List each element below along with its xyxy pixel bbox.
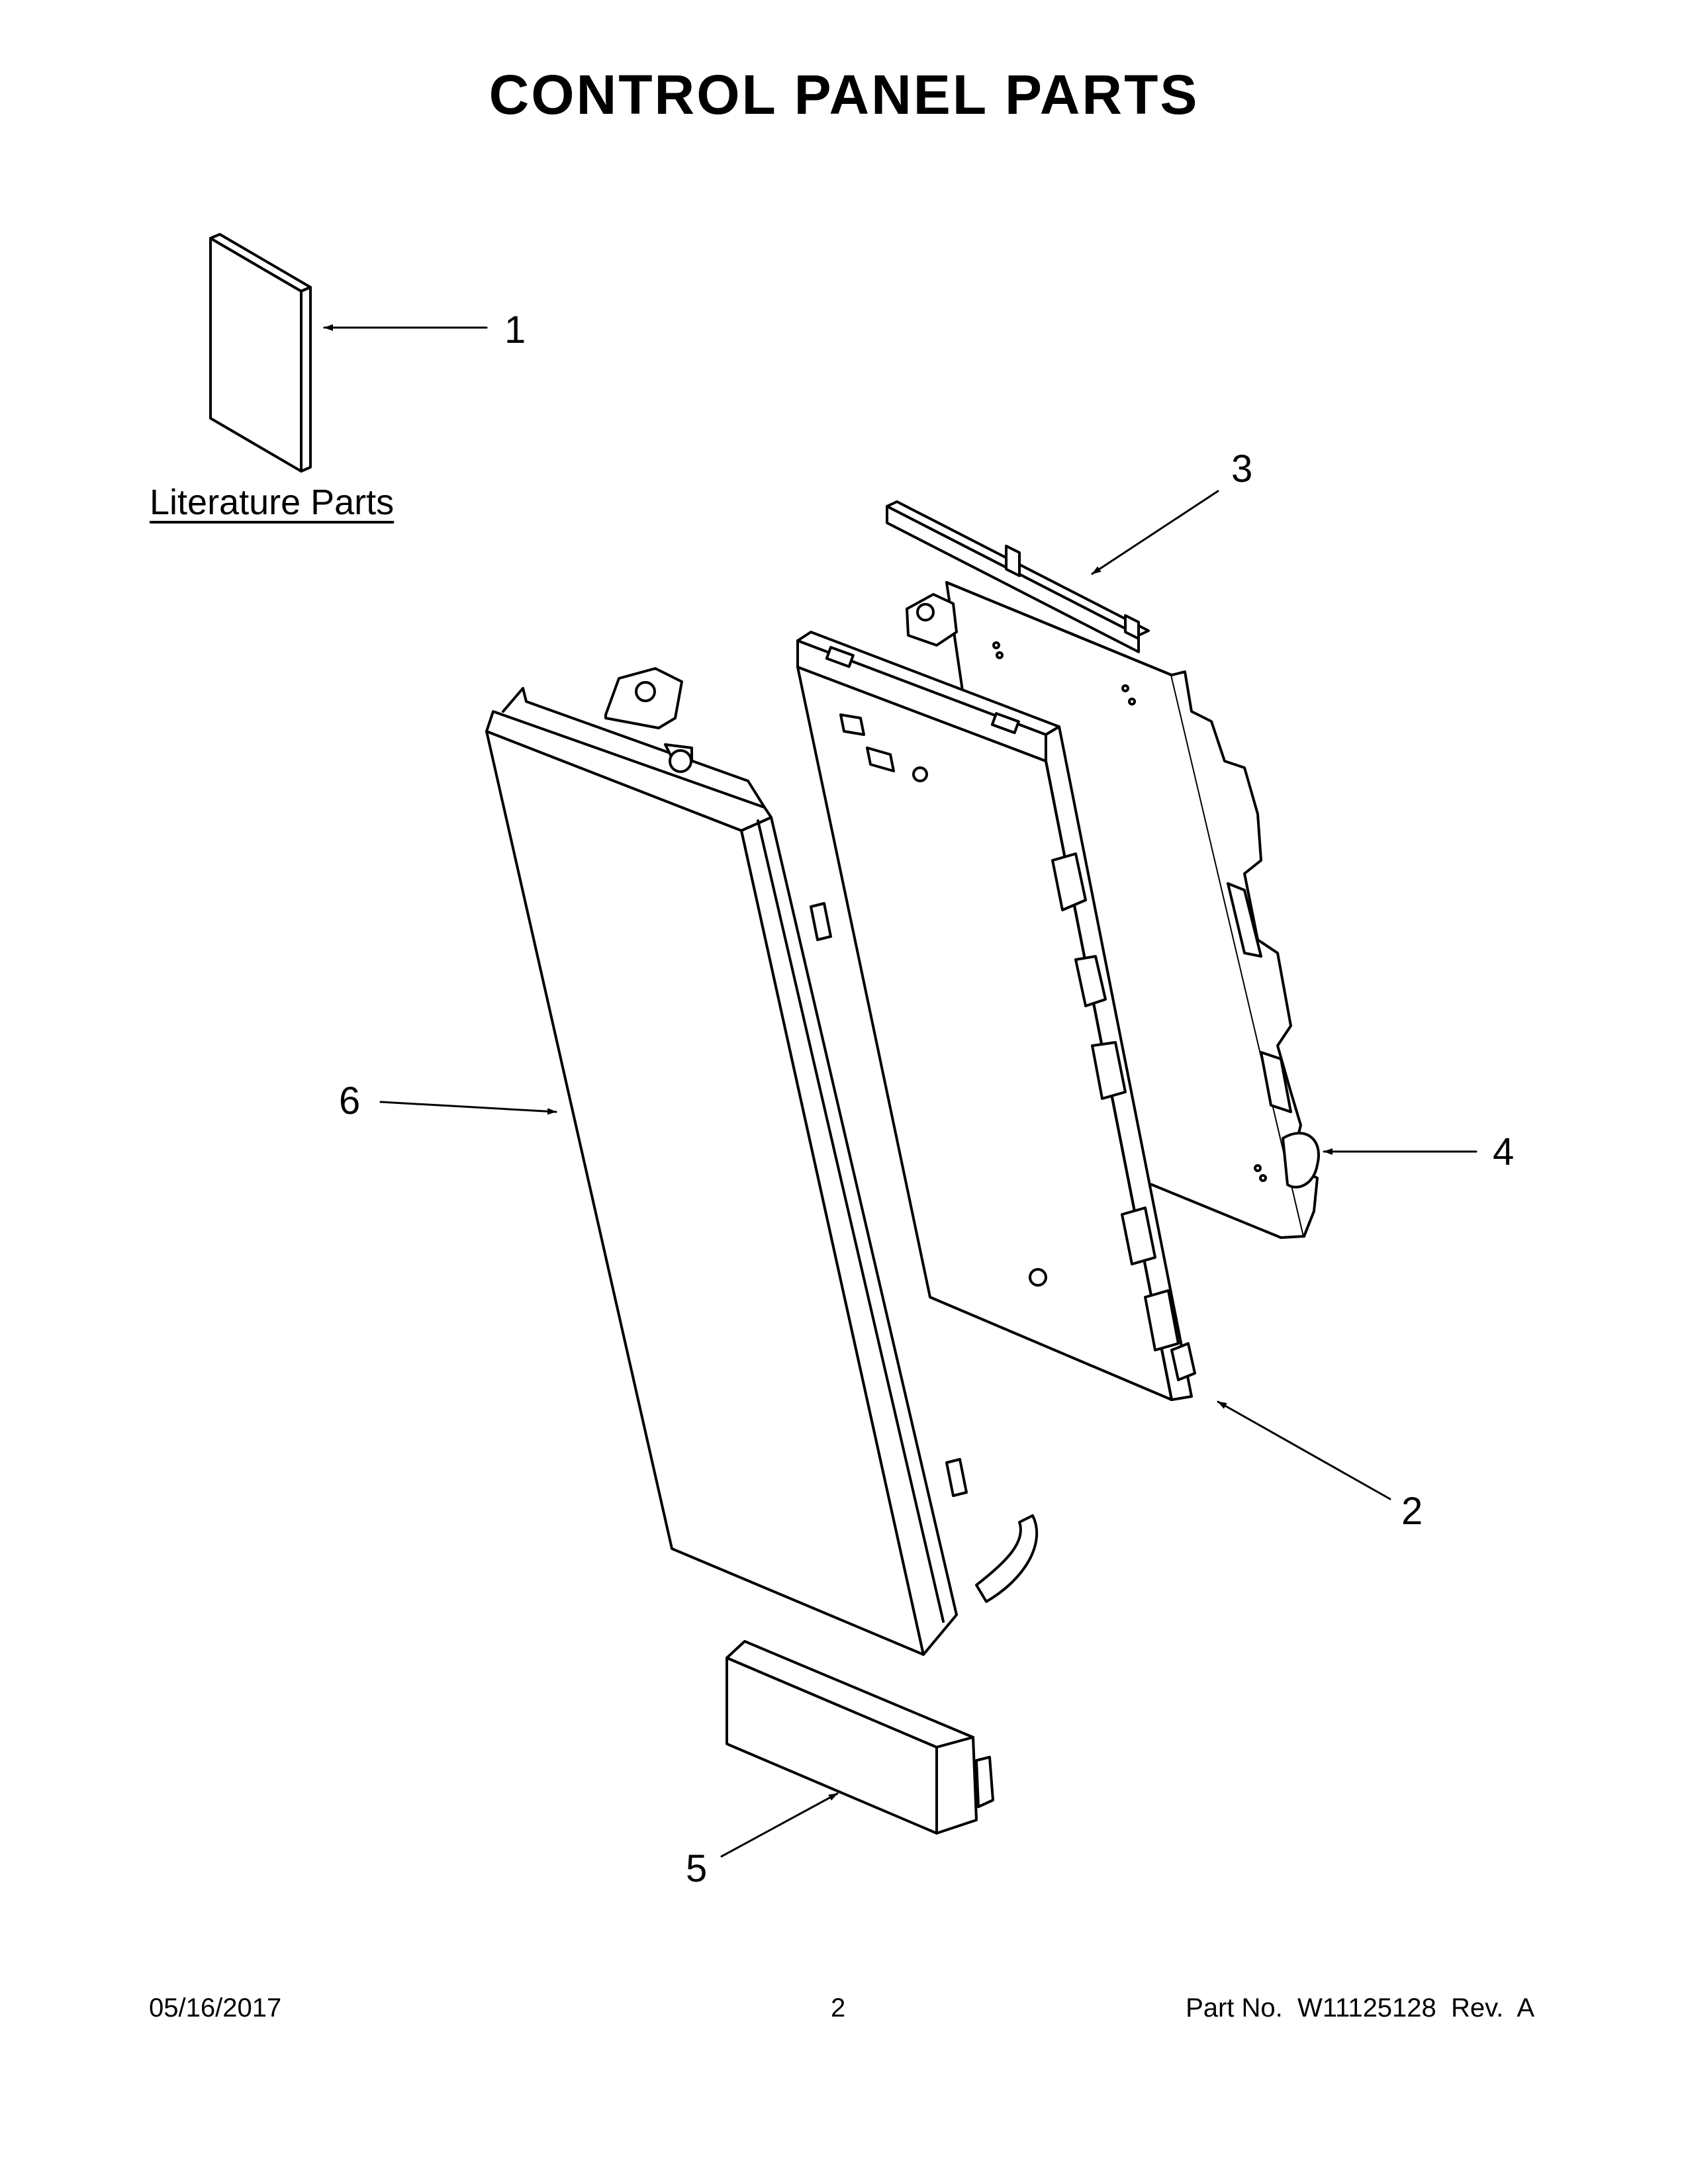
callout-4: 4 bbox=[1493, 1130, 1515, 1173]
control-housing bbox=[798, 594, 1195, 1400]
callout-3: 3 bbox=[1231, 447, 1253, 490]
callout-1: 1 bbox=[504, 308, 526, 351]
leader-arrow-2 bbox=[1218, 1402, 1390, 1499]
button-lens-bar bbox=[727, 1641, 993, 1833]
leader-arrows bbox=[324, 324, 1476, 1856]
literature-parts-label: Literature Parts bbox=[150, 482, 395, 522]
footer-date: 05/16/2017 bbox=[149, 1993, 282, 2023]
callout-6: 6 bbox=[339, 1079, 361, 1122]
footer-part-number: Part No. W11125128 Rev. A bbox=[1186, 1993, 1534, 2023]
leader-arrow-6 bbox=[381, 1102, 556, 1115]
leader-arrow-5 bbox=[722, 1794, 837, 1856]
callout-2: 2 bbox=[1401, 1490, 1423, 1533]
page-title: CONTROL PANEL PARTS bbox=[489, 64, 1199, 126]
literature-booklet bbox=[211, 234, 310, 471]
callout-5: 5 bbox=[686, 1847, 708, 1890]
front-control-panel bbox=[487, 668, 1037, 1655]
footer-page-number: 2 bbox=[831, 1993, 846, 2023]
leader-arrow-3 bbox=[1092, 491, 1218, 574]
mounting-bracket bbox=[887, 502, 1149, 652]
